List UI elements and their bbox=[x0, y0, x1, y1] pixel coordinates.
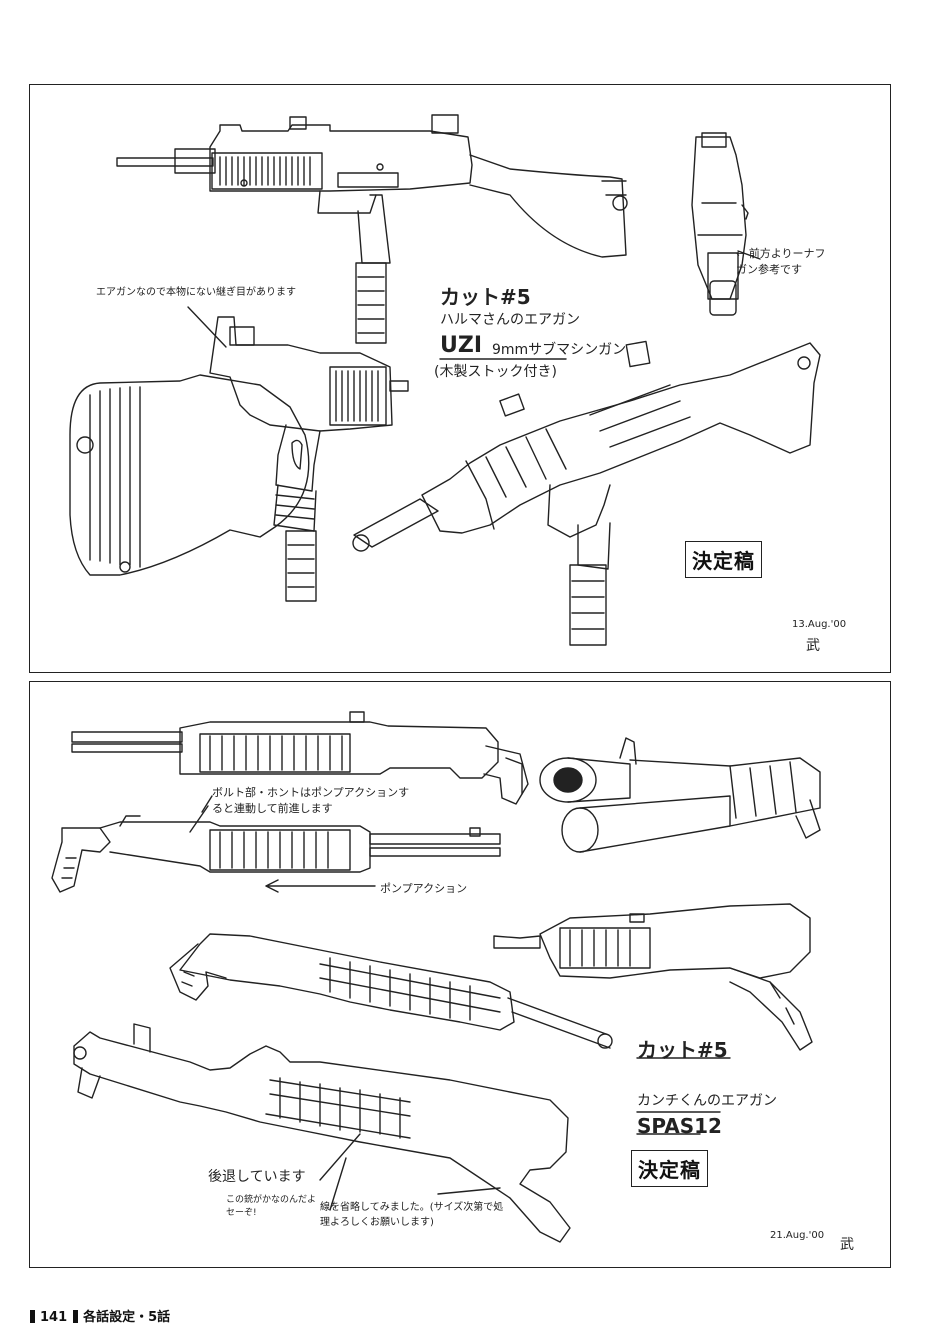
note-retract: 後退しています bbox=[208, 1169, 306, 1185]
shotgun-side-view-2-drawing bbox=[51, 815, 501, 893]
note-bolt: ボルト部・ホントはポンプアクションすると連動して前進します bbox=[212, 786, 410, 815]
case-desc-uzi: ハルマさんのエアガン bbox=[440, 312, 580, 328]
note-pump: ポンプアクション bbox=[380, 882, 468, 895]
reference-note: ← 前方よりーナフガン参考です bbox=[736, 247, 826, 276]
shotgun-perspective-1-drawing bbox=[169, 933, 613, 1049]
omit-callout-line-2 bbox=[437, 1187, 501, 1195]
note-dummy-parts: エアガンなので本物にない継ぎ目があります bbox=[96, 287, 296, 298]
shotgun-perspective-2-drawing bbox=[493, 903, 813, 1051]
shotgun-muzzle-view-drawing bbox=[539, 737, 821, 853]
pump-direction-arrow bbox=[265, 879, 376, 893]
case-label-uzi: カット#5 bbox=[440, 285, 531, 309]
footer-bar-right bbox=[73, 1310, 79, 1323]
case-desc-spas: カンチくんのエアガン bbox=[637, 1093, 777, 1109]
retract-callout-line bbox=[319, 1133, 361, 1181]
spas12-sheet-panel: ボルト部・ホントはポンプアクションすると連動して前進します ポンプアクション カ… bbox=[29, 681, 891, 1268]
uzi-line-drawings bbox=[69, 114, 821, 646]
uzi-front-view-drawing bbox=[691, 132, 749, 316]
reference-callout-line bbox=[737, 250, 761, 260]
dummy-parts-callout-line bbox=[187, 306, 227, 348]
case-label-spas: カット#5 bbox=[637, 1038, 728, 1062]
spas12-line-drawings bbox=[51, 711, 821, 1243]
section-title: 各話設定・5話 bbox=[83, 1310, 171, 1325]
page-footer: 141 各話設定・5話 bbox=[30, 1306, 170, 1325]
date-top: 13.Aug.'00 bbox=[792, 619, 847, 630]
bolt-callout-line bbox=[189, 795, 213, 833]
omit-callout-line bbox=[329, 1157, 347, 1211]
footer-bar-left bbox=[30, 1310, 35, 1323]
date-bottom: 21.Aug.'00 bbox=[770, 1230, 825, 1241]
page-number: 141 bbox=[40, 1310, 68, 1325]
gun-name-spas: SPAS12 bbox=[637, 1114, 722, 1138]
signature-bottom: 武 bbox=[840, 1237, 854, 1253]
signature-top: 武 bbox=[806, 638, 820, 654]
gun-type-uzi: 9mmサブマシンガン bbox=[492, 342, 627, 358]
gun-name-uzi: UZI bbox=[440, 333, 483, 358]
shotgun-side-view-1-drawing bbox=[71, 711, 529, 805]
spas-label-underlines bbox=[636, 1057, 731, 1135]
shotgun-perspective-3-drawing bbox=[73, 1023, 571, 1243]
note-omit: 線を省略してみました。(サイズ次第で処理よろしくお願いします) bbox=[320, 1202, 504, 1228]
uzi-sheet-panel: エアガンなので本物にない継ぎ目があります カット#5 ハルマさんのエアガン UZ… bbox=[29, 84, 891, 673]
uzi-three-quarter-view-drawing bbox=[352, 340, 821, 646]
uzi-side-view-drawing bbox=[116, 114, 628, 344]
uzi-rear-view-drawing bbox=[69, 316, 409, 602]
note-small: この銃がかなのんだよセーぞ! bbox=[226, 1195, 317, 1218]
final-draft-stamp-top: 決定稿 bbox=[685, 541, 762, 578]
final-draft-stamp-bottom: 決定稿 bbox=[631, 1150, 708, 1187]
gun-note-uzi: (木製ストック付き) bbox=[434, 364, 557, 380]
